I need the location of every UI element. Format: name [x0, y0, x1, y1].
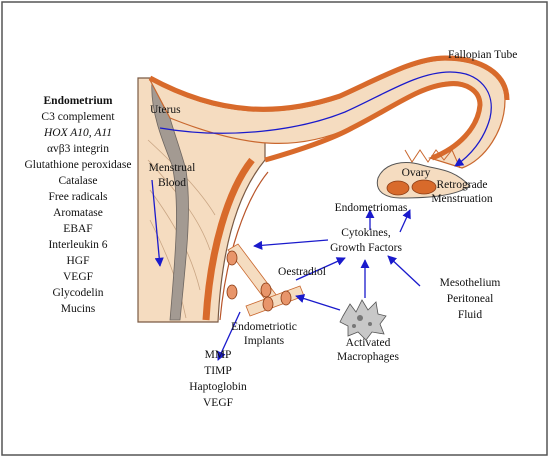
product-item: Haptoglobin: [189, 381, 247, 393]
ovary-label: Ovary: [402, 167, 431, 179]
arrow-to-implants: [253, 239, 329, 250]
endometrium-item: αvβ3 integrin: [47, 143, 109, 155]
endometriomas-label: Endometriomas: [335, 202, 408, 214]
uterus-label: Uterus: [150, 104, 181, 116]
oestradiol-label: Oestradiol: [278, 266, 326, 278]
arrow-implants-oestradiol: [295, 257, 346, 281]
retrograde-label-2: Menstruation: [431, 193, 493, 205]
macrophages-label-1: Activated: [346, 337, 391, 349]
cytokines-label-2: Growth Factors: [330, 242, 402, 254]
endometrium-item: VEGF: [63, 271, 93, 283]
endometrium-item: Glutathione peroxidase: [25, 159, 132, 171]
endometrium-item: HOX A10, A11: [43, 127, 112, 139]
arrow-retrograde-to-cytokines: [399, 209, 411, 233]
endometrium-list: Endometrium C3 complement HOX A10, A11 α…: [25, 95, 132, 315]
mesothelium-label-1: Mesothelium: [440, 277, 501, 289]
arrow-to-products: [217, 311, 241, 361]
arrow-menstrual-blood: [151, 179, 164, 267]
implant-products-list: MMP TIMP Haptoglobin VEGF: [189, 349, 247, 409]
endometrium-item: HGF: [66, 255, 89, 267]
endometrium-item: C3 complement: [41, 111, 115, 123]
endometrioma-cyst: [411, 179, 437, 195]
endometrium-item: Mucins: [61, 303, 96, 315]
fallopian-tube-drawing: [148, 55, 510, 169]
macrophages-label-2: Macrophages: [337, 351, 399, 363]
ovary-drawing: [376, 162, 471, 199]
product-item: VEGF: [203, 397, 233, 409]
implant-spot: [226, 250, 238, 266]
fallopian-tube-label: Fallopian Tube: [448, 49, 517, 61]
endometrium-item: Aromatase: [53, 207, 103, 219]
uterus-drawing: [137, 77, 269, 323]
arrows: [151, 179, 421, 361]
implant-spot: [226, 284, 238, 300]
implant-spot: [280, 290, 292, 306]
arrow-macrophage-to-implants: [295, 294, 341, 311]
implant-spot: [260, 282, 272, 298]
retrograde-label-1: Retrograde: [436, 179, 487, 191]
endometrium-item: Glycodelin: [52, 287, 103, 299]
endometrioma-cyst: [386, 180, 410, 196]
implants-label-2: Implants: [244, 335, 285, 347]
cytokines-label-1: Cytokines,: [341, 227, 391, 239]
implants-label-1: Endometriotic: [231, 321, 297, 333]
endometrium-item: Free radicals: [48, 191, 108, 203]
endometrium-item: Interleukin 6: [48, 239, 107, 251]
mesothelium-label-3: Fluid: [458, 309, 483, 321]
endometrium-title: Endometrium: [44, 95, 113, 107]
implant-strips: [226, 243, 305, 317]
endometrium-item: EBAF: [63, 223, 92, 235]
implant-spot: [262, 296, 274, 312]
menstrual-label-2: Blood: [158, 177, 186, 189]
arrow-from-mesothelium: [387, 255, 421, 287]
endometrium-item: Catalase: [59, 175, 98, 187]
product-item: TIMP: [204, 365, 231, 377]
product-item: MMP: [205, 349, 232, 361]
mesothelium-label-2: Peritoneal: [447, 293, 494, 305]
macrophage-drawing: [339, 299, 387, 341]
menstrual-label-1: Menstrual: [149, 162, 196, 174]
